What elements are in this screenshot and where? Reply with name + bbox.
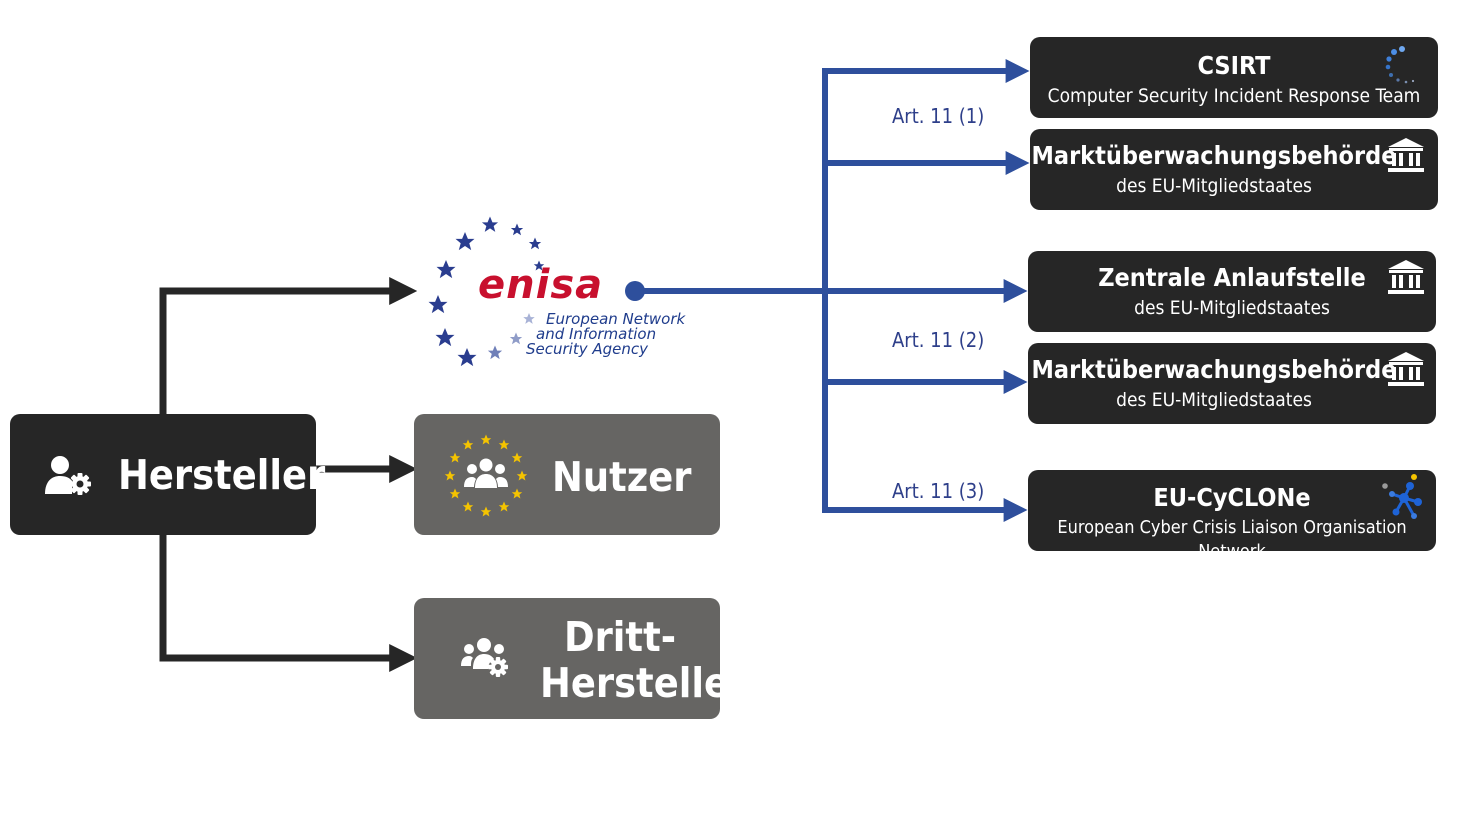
user-gear-icon [45, 456, 91, 495]
dritt-hersteller-label: Dritt- Hersteller [540, 613, 748, 707]
nutzer-box: Nutzer [414, 414, 720, 535]
article-label-2: Art. 11 (2) [892, 328, 985, 352]
institution-icon [1388, 260, 1424, 294]
users-gear-icon [461, 638, 508, 677]
csirt-box: CSIRT Computer Security Incident Respons… [1030, 37, 1438, 118]
hersteller-box: Hersteller [10, 414, 325, 535]
dritt-hersteller-box: Dritt- Hersteller [414, 598, 748, 719]
dritt-label-line-2: Hersteller [540, 659, 748, 707]
target-subtitle: Computer Security Incident Response Team [1047, 85, 1421, 107]
csirt-dots-icon [1385, 46, 1415, 84]
arrow-hersteller-dritt [159, 535, 418, 672]
nutzer-label: Nutzer [552, 453, 692, 501]
hersteller-label: Hersteller [118, 451, 326, 499]
article-label-1: Art. 11 (1) [892, 104, 985, 128]
cyclone-box: EU-CyCLONe European Cyber Crisis Liaison… [1028, 470, 1436, 562]
target-subtitle: des EU-Mitgliedstaates [1116, 389, 1312, 411]
markt-box-2: Marktüberwachungsbehörde des EU-Mitglied… [1028, 343, 1436, 424]
dritt-label-line-1: Dritt- [563, 613, 677, 661]
target-subtitle: European Cyber Crisis Liaison Organisati… [1057, 517, 1407, 562]
article-label-3: Art. 11 (3) [892, 479, 985, 503]
institution-icon [1388, 138, 1424, 172]
enisa-wordmark: enisa [478, 262, 604, 308]
zentrale-box: Zentrale Anlaufstelle des EU-Mitgliedsta… [1028, 251, 1436, 332]
markt-box-1: Marktüberwachungsbehörde des EU-Mitglied… [1030, 129, 1438, 210]
target-subtitle: des EU-Mitgliedstaates [1116, 175, 1312, 197]
target-title: Marktüberwachungsbehörde [1031, 355, 1397, 384]
enisa-line-2: and Information [536, 325, 657, 343]
eu-users-icon [444, 434, 528, 517]
enisa-full-name: European Network and Information Securit… [520, 312, 685, 357]
institution-icon [1388, 352, 1424, 386]
network-icon [1382, 474, 1422, 519]
target-subtitle: des EU-Mitgliedstaates [1134, 297, 1330, 319]
target-title: Marktüberwachungsbehörde [1031, 141, 1397, 170]
eu-stars-ring-icon [428, 216, 545, 367]
target-title: EU-CyCLONe [1153, 483, 1311, 512]
target-title: CSIRT [1197, 51, 1271, 80]
enisa-line-3: Security Agency [526, 340, 649, 358]
target-title: Zentrale Anlaufstelle [1098, 263, 1366, 292]
enisa-line-1: European Network [546, 310, 686, 328]
arrow-hersteller-enisa [159, 277, 418, 415]
